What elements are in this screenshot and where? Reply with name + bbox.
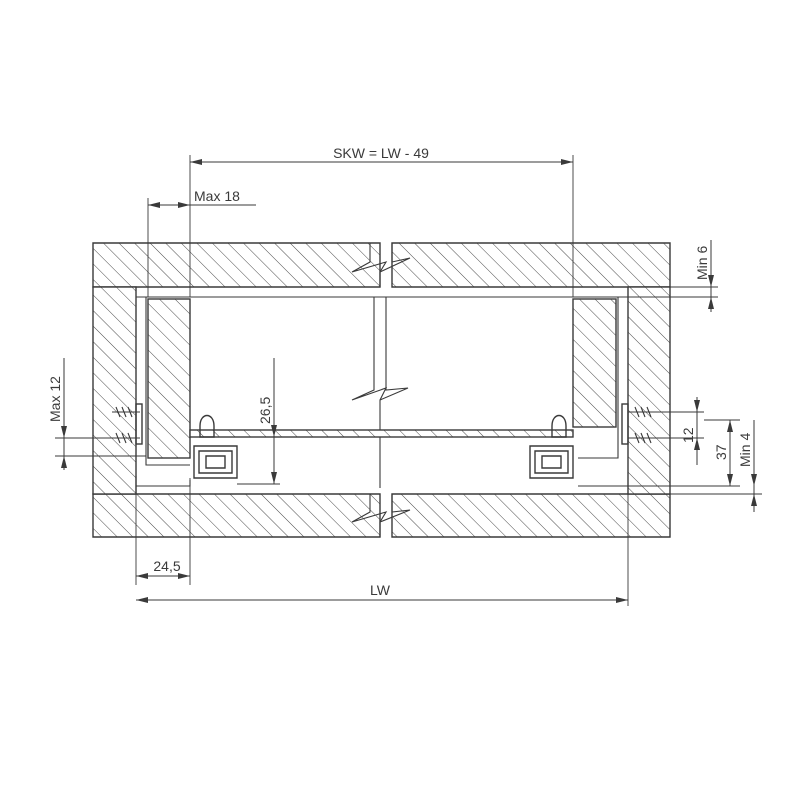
- d37-label: 37: [713, 444, 729, 460]
- dimension-min6: Min 6: [618, 240, 718, 312]
- dimension-24-5: 24,5: [135, 478, 191, 585]
- cabinet-left-side: [92, 286, 137, 495]
- cabinet-right-side: [627, 286, 671, 495]
- right-drawer-slide: [529, 414, 628, 487]
- dimension-12: 12: [656, 397, 704, 465]
- dimension-26-5: 26,5: [214, 358, 280, 485]
- d26-5-label: 26,5: [257, 397, 273, 424]
- cabinet-top-panel: [92, 242, 671, 288]
- dimension-skw: SKW = LW - 49: [189, 145, 574, 297]
- cabinet-bottom-panel: [92, 493, 671, 538]
- break-line: [351, 243, 411, 537]
- dimension-37: 37: [628, 419, 740, 487]
- dimension-lw: LW: [136, 494, 629, 606]
- max18-label: Max 18: [194, 188, 240, 204]
- max12-label: Max 12: [47, 376, 63, 422]
- min6-label: Min 6: [694, 246, 710, 280]
- min4-label: Min 4: [737, 433, 753, 467]
- lw-label: LW: [370, 582, 391, 598]
- d24-5-label: 24,5: [153, 558, 180, 574]
- left-drawer-slide: [135, 414, 238, 494]
- dimension-max18: Max 18: [147, 188, 256, 297]
- dimension-max12: Max 12: [47, 358, 146, 470]
- d12-label: 12: [680, 427, 696, 443]
- dimension-min4: Min 4: [670, 420, 762, 512]
- right-screws: [621, 403, 656, 445]
- skw-label: SKW = LW - 49: [333, 145, 429, 161]
- drawer-box: [136, 296, 628, 466]
